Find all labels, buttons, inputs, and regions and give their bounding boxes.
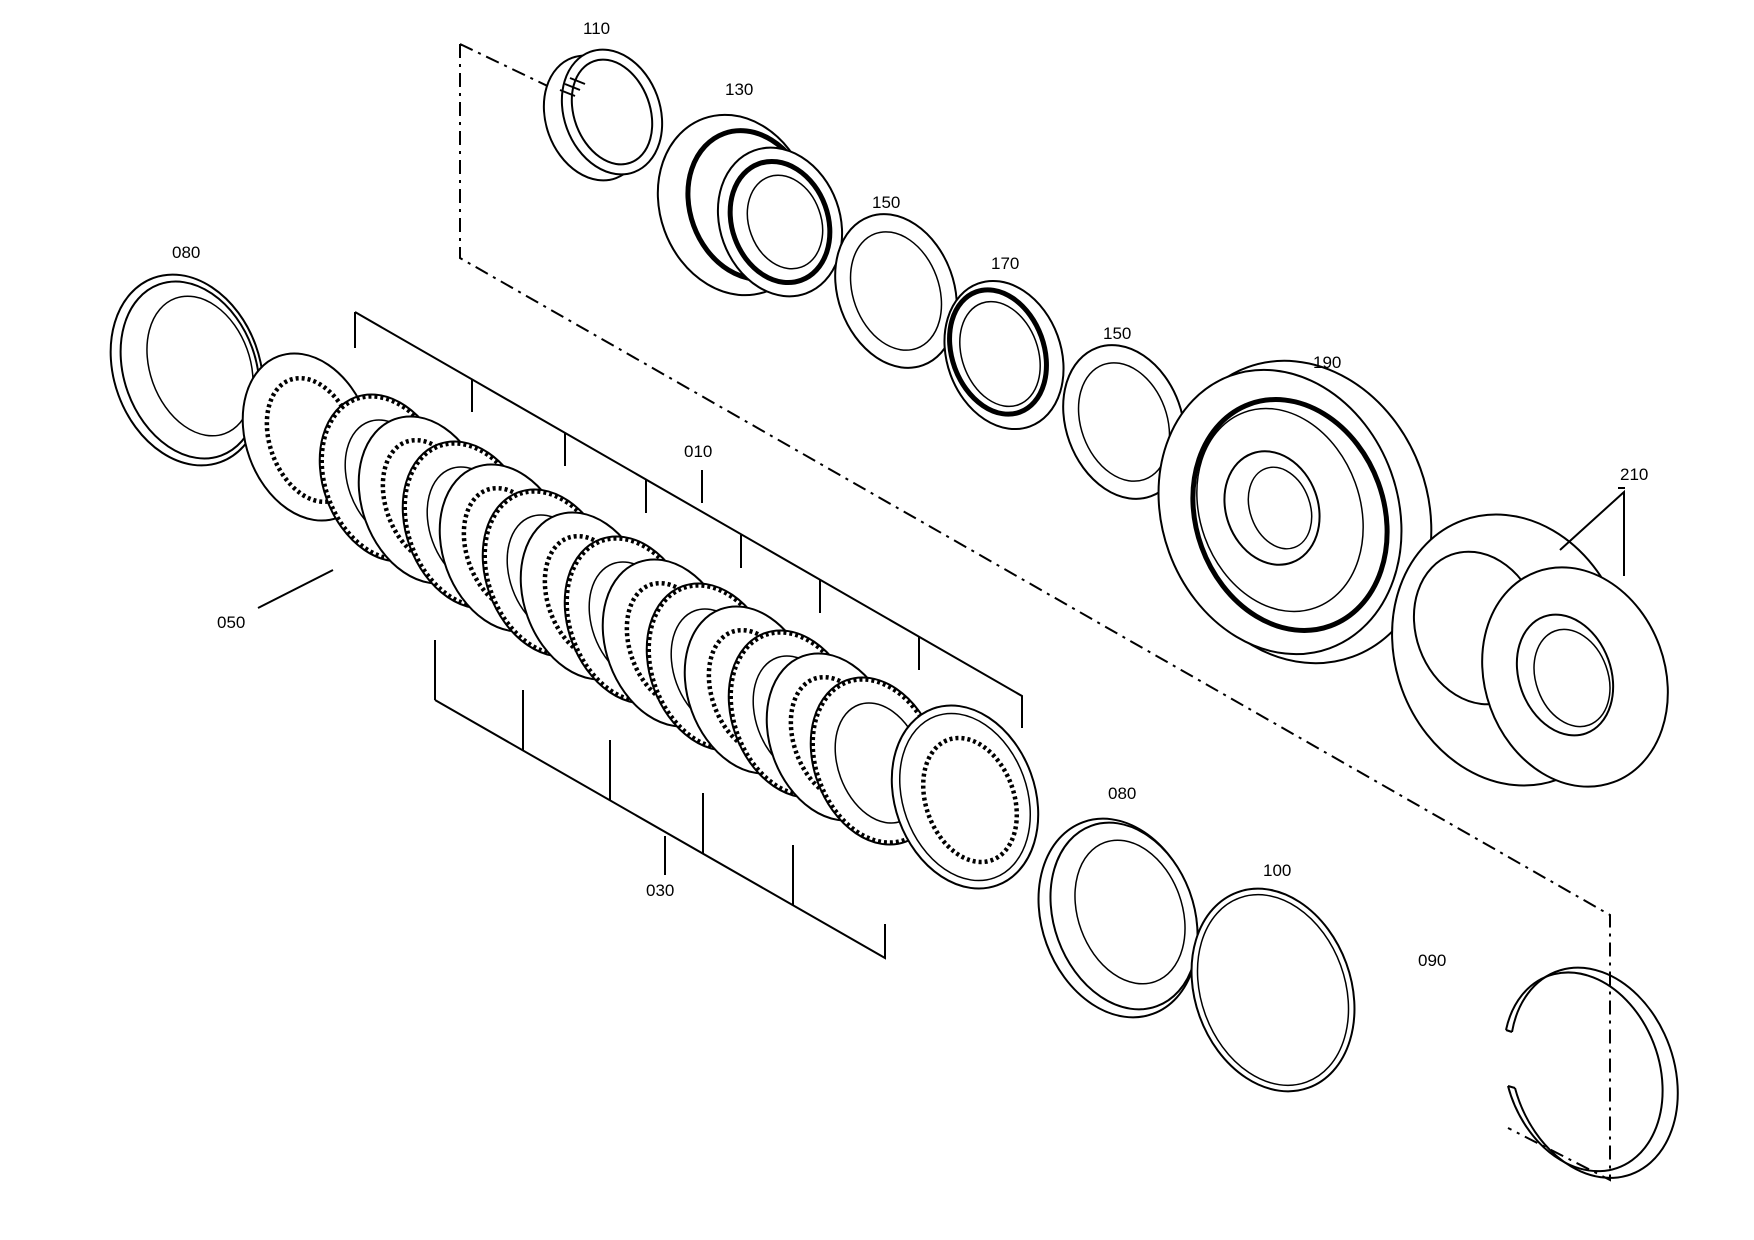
callout-150-a: 150 xyxy=(872,193,900,212)
callout-150-b: 150 xyxy=(1103,324,1131,343)
callout-130: 130 xyxy=(725,80,753,99)
part-100-ring xyxy=(1190,887,1356,1093)
clutch-disc-pack xyxy=(241,352,1040,890)
leader-210 xyxy=(1559,487,1625,576)
leader-030-bracket xyxy=(434,640,886,960)
part-080-washer-bottom xyxy=(1037,817,1199,1019)
callout-210: 210 xyxy=(1620,465,1648,484)
callout-090: 090 xyxy=(1418,951,1446,970)
callout-050: 050 xyxy=(217,613,245,632)
part-150-washer-a xyxy=(834,213,958,369)
callout-100: 100 xyxy=(1263,861,1291,880)
callout-080-bottom: 080 xyxy=(1108,784,1136,803)
callout-170: 170 xyxy=(991,254,1019,273)
leader-010-bracket xyxy=(354,311,1023,728)
assembly-boundary-line xyxy=(459,43,1611,1182)
part-080-washer-top xyxy=(109,273,265,467)
part-190-cylinder xyxy=(1157,359,1433,665)
clutch-disc-n xyxy=(890,704,1040,890)
callout-110: 110 xyxy=(583,19,610,38)
callout-030: 030 xyxy=(646,881,674,900)
part-090-snap-ring xyxy=(1505,966,1679,1179)
leader-050 xyxy=(257,569,334,609)
part-170-seal-ring xyxy=(943,279,1065,431)
part-110-bushing xyxy=(542,48,664,182)
callout-010: 010 xyxy=(684,442,712,461)
callout-080-top: 080 xyxy=(172,243,200,262)
callout-190: 190 xyxy=(1313,353,1341,372)
part-150-washer-b xyxy=(1062,344,1186,500)
part-210-disc-hub xyxy=(1391,513,1669,788)
part-130-piston xyxy=(656,113,844,298)
